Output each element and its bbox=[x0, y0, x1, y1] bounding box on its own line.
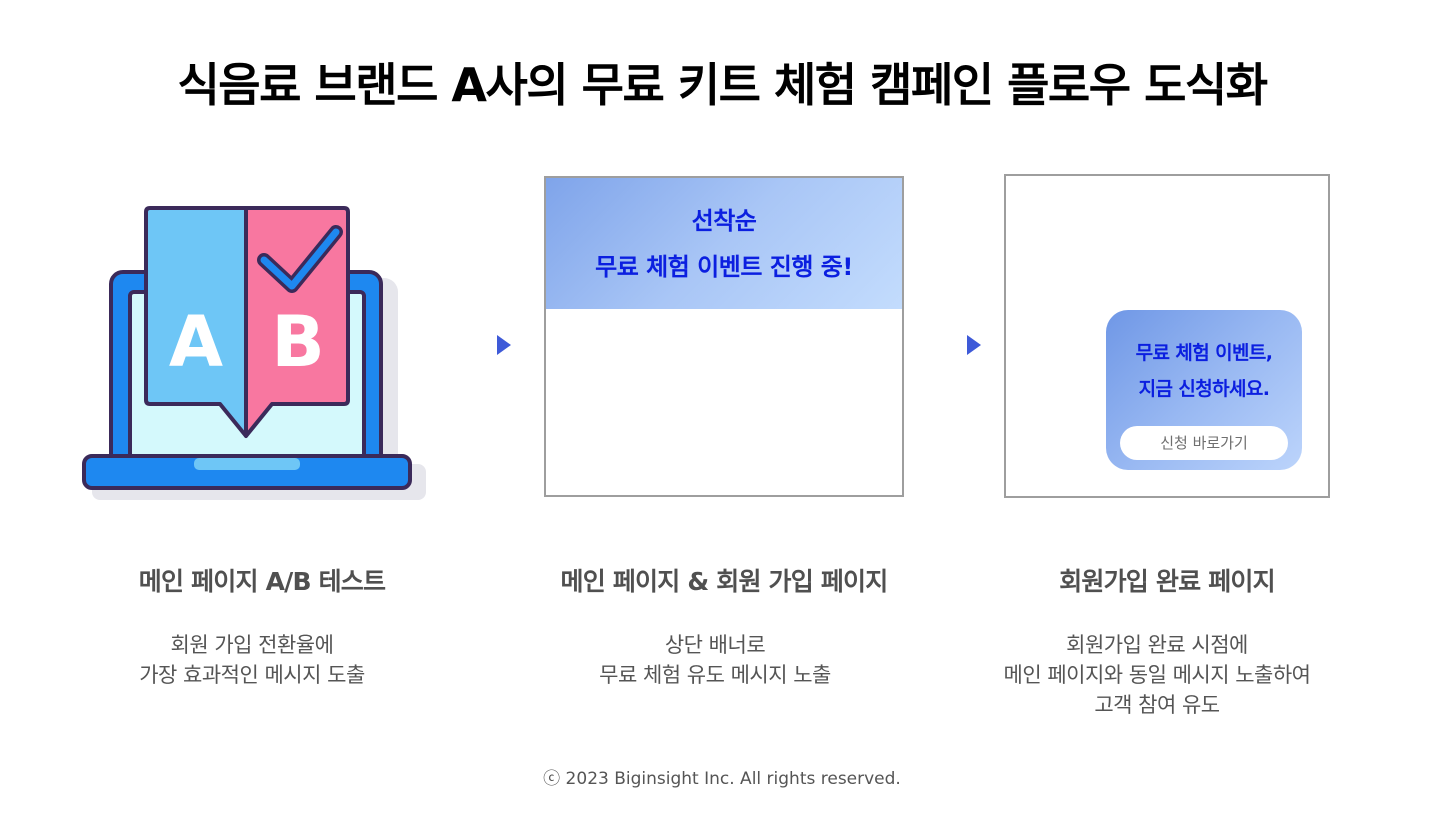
apply-now-button[interactable]: 신청 바로가기 bbox=[1120, 426, 1288, 460]
page-title: 식음료 브랜드 A사의 무료 키트 체험 캠페인 플로우 도식화 bbox=[177, 58, 1268, 112]
popup-line-2: 지금 신청하세요. bbox=[1138, 378, 1270, 400]
step-3-desc-line: 고객 참여 유도 bbox=[1094, 693, 1220, 717]
ab-test-laptop-icon: A B bbox=[82, 206, 426, 500]
signup-complete-mockup: 무료 체험 이벤트, 지금 신청하세요. 신청 바로가기 bbox=[1004, 174, 1330, 498]
step-3-description: 회원가입 완료 시점에 메인 페이지와 동일 메시지 노출하여 고객 참여 유도 bbox=[927, 630, 1387, 720]
arrow-right-icon bbox=[931, 335, 981, 355]
main-page-mockup: 선착순 무료 체험 이벤트 진행 중! bbox=[544, 176, 904, 497]
step-1-desc-line: 회원 가입 전환율에 bbox=[170, 633, 334, 657]
step-3-desc-line: 회원가입 완료 시점에 bbox=[1066, 633, 1248, 657]
step-2-desc-line: 무료 체험 유도 메시지 노출 bbox=[599, 663, 831, 687]
letter-a: A bbox=[169, 301, 223, 383]
letter-b: B bbox=[271, 301, 324, 383]
banner-line-2: 무료 체험 이벤트 진행 중! bbox=[595, 252, 853, 281]
step-3-desc-line: 메인 페이지와 동일 메시지 노출하여 bbox=[1003, 663, 1312, 687]
top-banner: 선착순 무료 체험 이벤트 진행 중! bbox=[546, 178, 902, 309]
panel-a bbox=[144, 206, 248, 438]
laptop-trackpad bbox=[194, 458, 300, 470]
banner-line-1: 선착순 bbox=[691, 206, 757, 235]
step-2-description: 상단 배너로 무료 체험 유도 메시지 노출 bbox=[485, 630, 945, 690]
arrow-right-icon bbox=[461, 335, 511, 355]
step-1-description: 회원 가입 전환율에 가장 효과적인 메시지 도출 bbox=[22, 630, 482, 690]
step-1-desc-line: 가장 효과적인 메시지 도출 bbox=[139, 663, 365, 687]
step-2-desc-line: 상단 배너로 bbox=[664, 633, 766, 657]
laptop-base bbox=[82, 454, 412, 490]
step-3-heading: 회원가입 완료 페이지 bbox=[1059, 567, 1275, 596]
step-1-heading: 메인 페이지 A/B 테스트 bbox=[138, 567, 386, 596]
event-popup: 무료 체험 이벤트, 지금 신청하세요. 신청 바로가기 bbox=[1106, 310, 1302, 470]
popup-line-1: 무료 체험 이벤트, bbox=[1135, 342, 1273, 364]
step-2-heading: 메인 페이지 & 회원 가입 페이지 bbox=[560, 567, 889, 596]
copyright-footer: ⓒ 2023 Biginsight Inc. All rights reserv… bbox=[543, 769, 901, 789]
